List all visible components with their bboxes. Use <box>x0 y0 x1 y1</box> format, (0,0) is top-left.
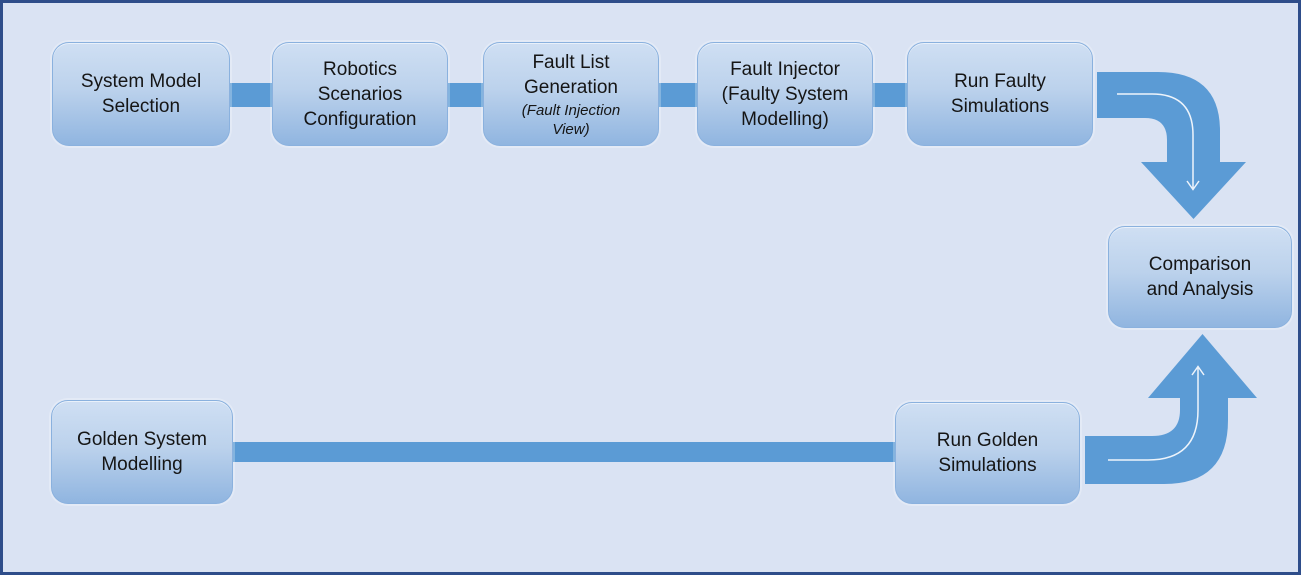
node-comparison-and-analysis: Comparison and Analysis <box>1108 226 1292 328</box>
connector-top-2 <box>444 83 487 107</box>
node-robotics-scenarios-configuration: Robotics Scenarios Configuration <box>272 42 448 146</box>
node-label: Run Golden Simulations <box>936 430 1039 476</box>
bent-arrow-up-inner-line <box>1108 368 1199 461</box>
node-fault-injector: Fault Injector (Faulty System Modelling) <box>697 42 873 146</box>
node-label: Comparison and Analysis <box>1146 254 1254 300</box>
node-label: Fault List Generation <box>523 51 618 98</box>
bent-arrow-down-inner-arrowhead-icon <box>1186 180 1200 191</box>
node-fault-list-generation: Fault List Generation (Fault Injection V… <box>483 42 659 146</box>
node-label: Run Faulty Simulations <box>950 71 1050 117</box>
node-label: Golden System Modelling <box>77 429 207 475</box>
node-sublabel: (Fault Injection View) <box>521 101 621 138</box>
node-golden-system-modelling: Golden System Modelling <box>51 400 233 504</box>
bent-arrow-up-inner-arrowhead-icon <box>1191 365 1205 376</box>
node-label: System Model Selection <box>80 71 202 117</box>
bent-arrow-down-icon <box>1097 72 1246 219</box>
connector-top-3 <box>655 83 701 107</box>
connector-top-4 <box>869 83 911 107</box>
node-run-faulty-simulations: Run Faulty Simulations <box>907 42 1093 146</box>
connector-bottom-long <box>229 442 899 462</box>
node-run-golden-simulations: Run Golden Simulations <box>895 402 1080 504</box>
node-label: Fault Injector (Faulty System Modelling) <box>721 58 849 130</box>
node-label: Robotics Scenarios Configuration <box>303 58 417 130</box>
connector-top-1 <box>226 83 276 107</box>
bent-arrow-down-inner-line <box>1117 93 1194 188</box>
bent-arrow-up-icon <box>1085 334 1257 484</box>
node-system-model-selection: System Model Selection <box>52 42 230 146</box>
